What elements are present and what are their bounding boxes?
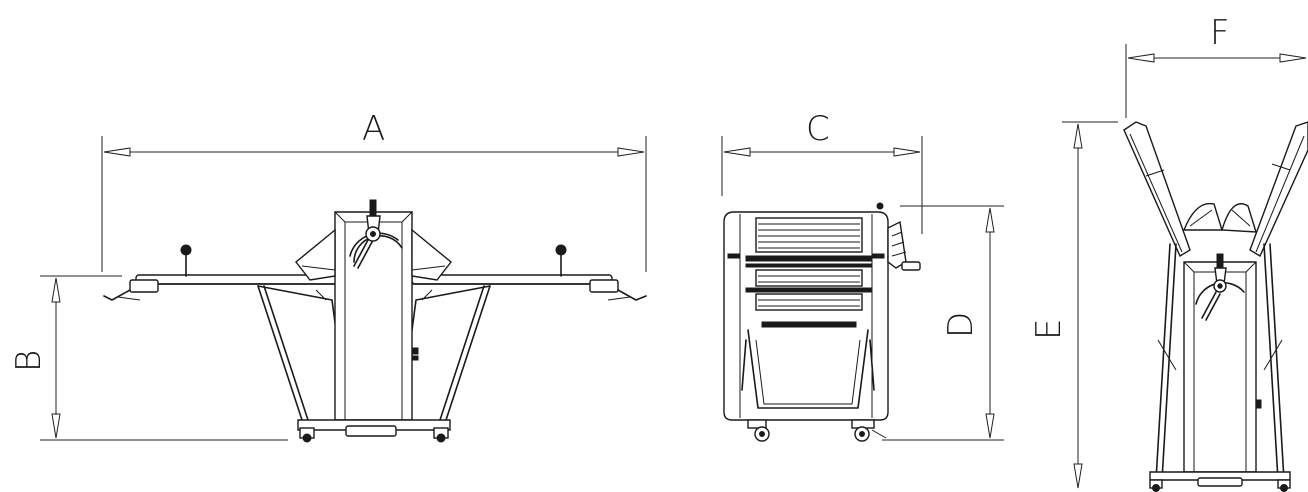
label-f: F <box>1210 13 1230 53</box>
dimension-d: D <box>882 205 1004 441</box>
label-b: B <box>9 350 49 372</box>
dimension-c: C <box>721 109 923 234</box>
side-view: C D <box>721 109 1004 442</box>
front-view: A B <box>9 109 647 443</box>
label-d: D <box>941 312 981 338</box>
folded-machine <box>1123 121 1308 492</box>
dimension-e: E <box>1029 121 1118 489</box>
label-c: C <box>806 109 830 149</box>
folded-view: F E <box>1029 13 1308 492</box>
label-e: E <box>1029 319 1069 340</box>
dimension-f: F <box>1125 13 1307 118</box>
dimension-b: B <box>9 275 288 441</box>
side-machine-body <box>723 202 921 442</box>
front-central-body <box>295 199 452 443</box>
label-a: A <box>362 109 385 149</box>
dimension-a: A <box>101 109 647 272</box>
